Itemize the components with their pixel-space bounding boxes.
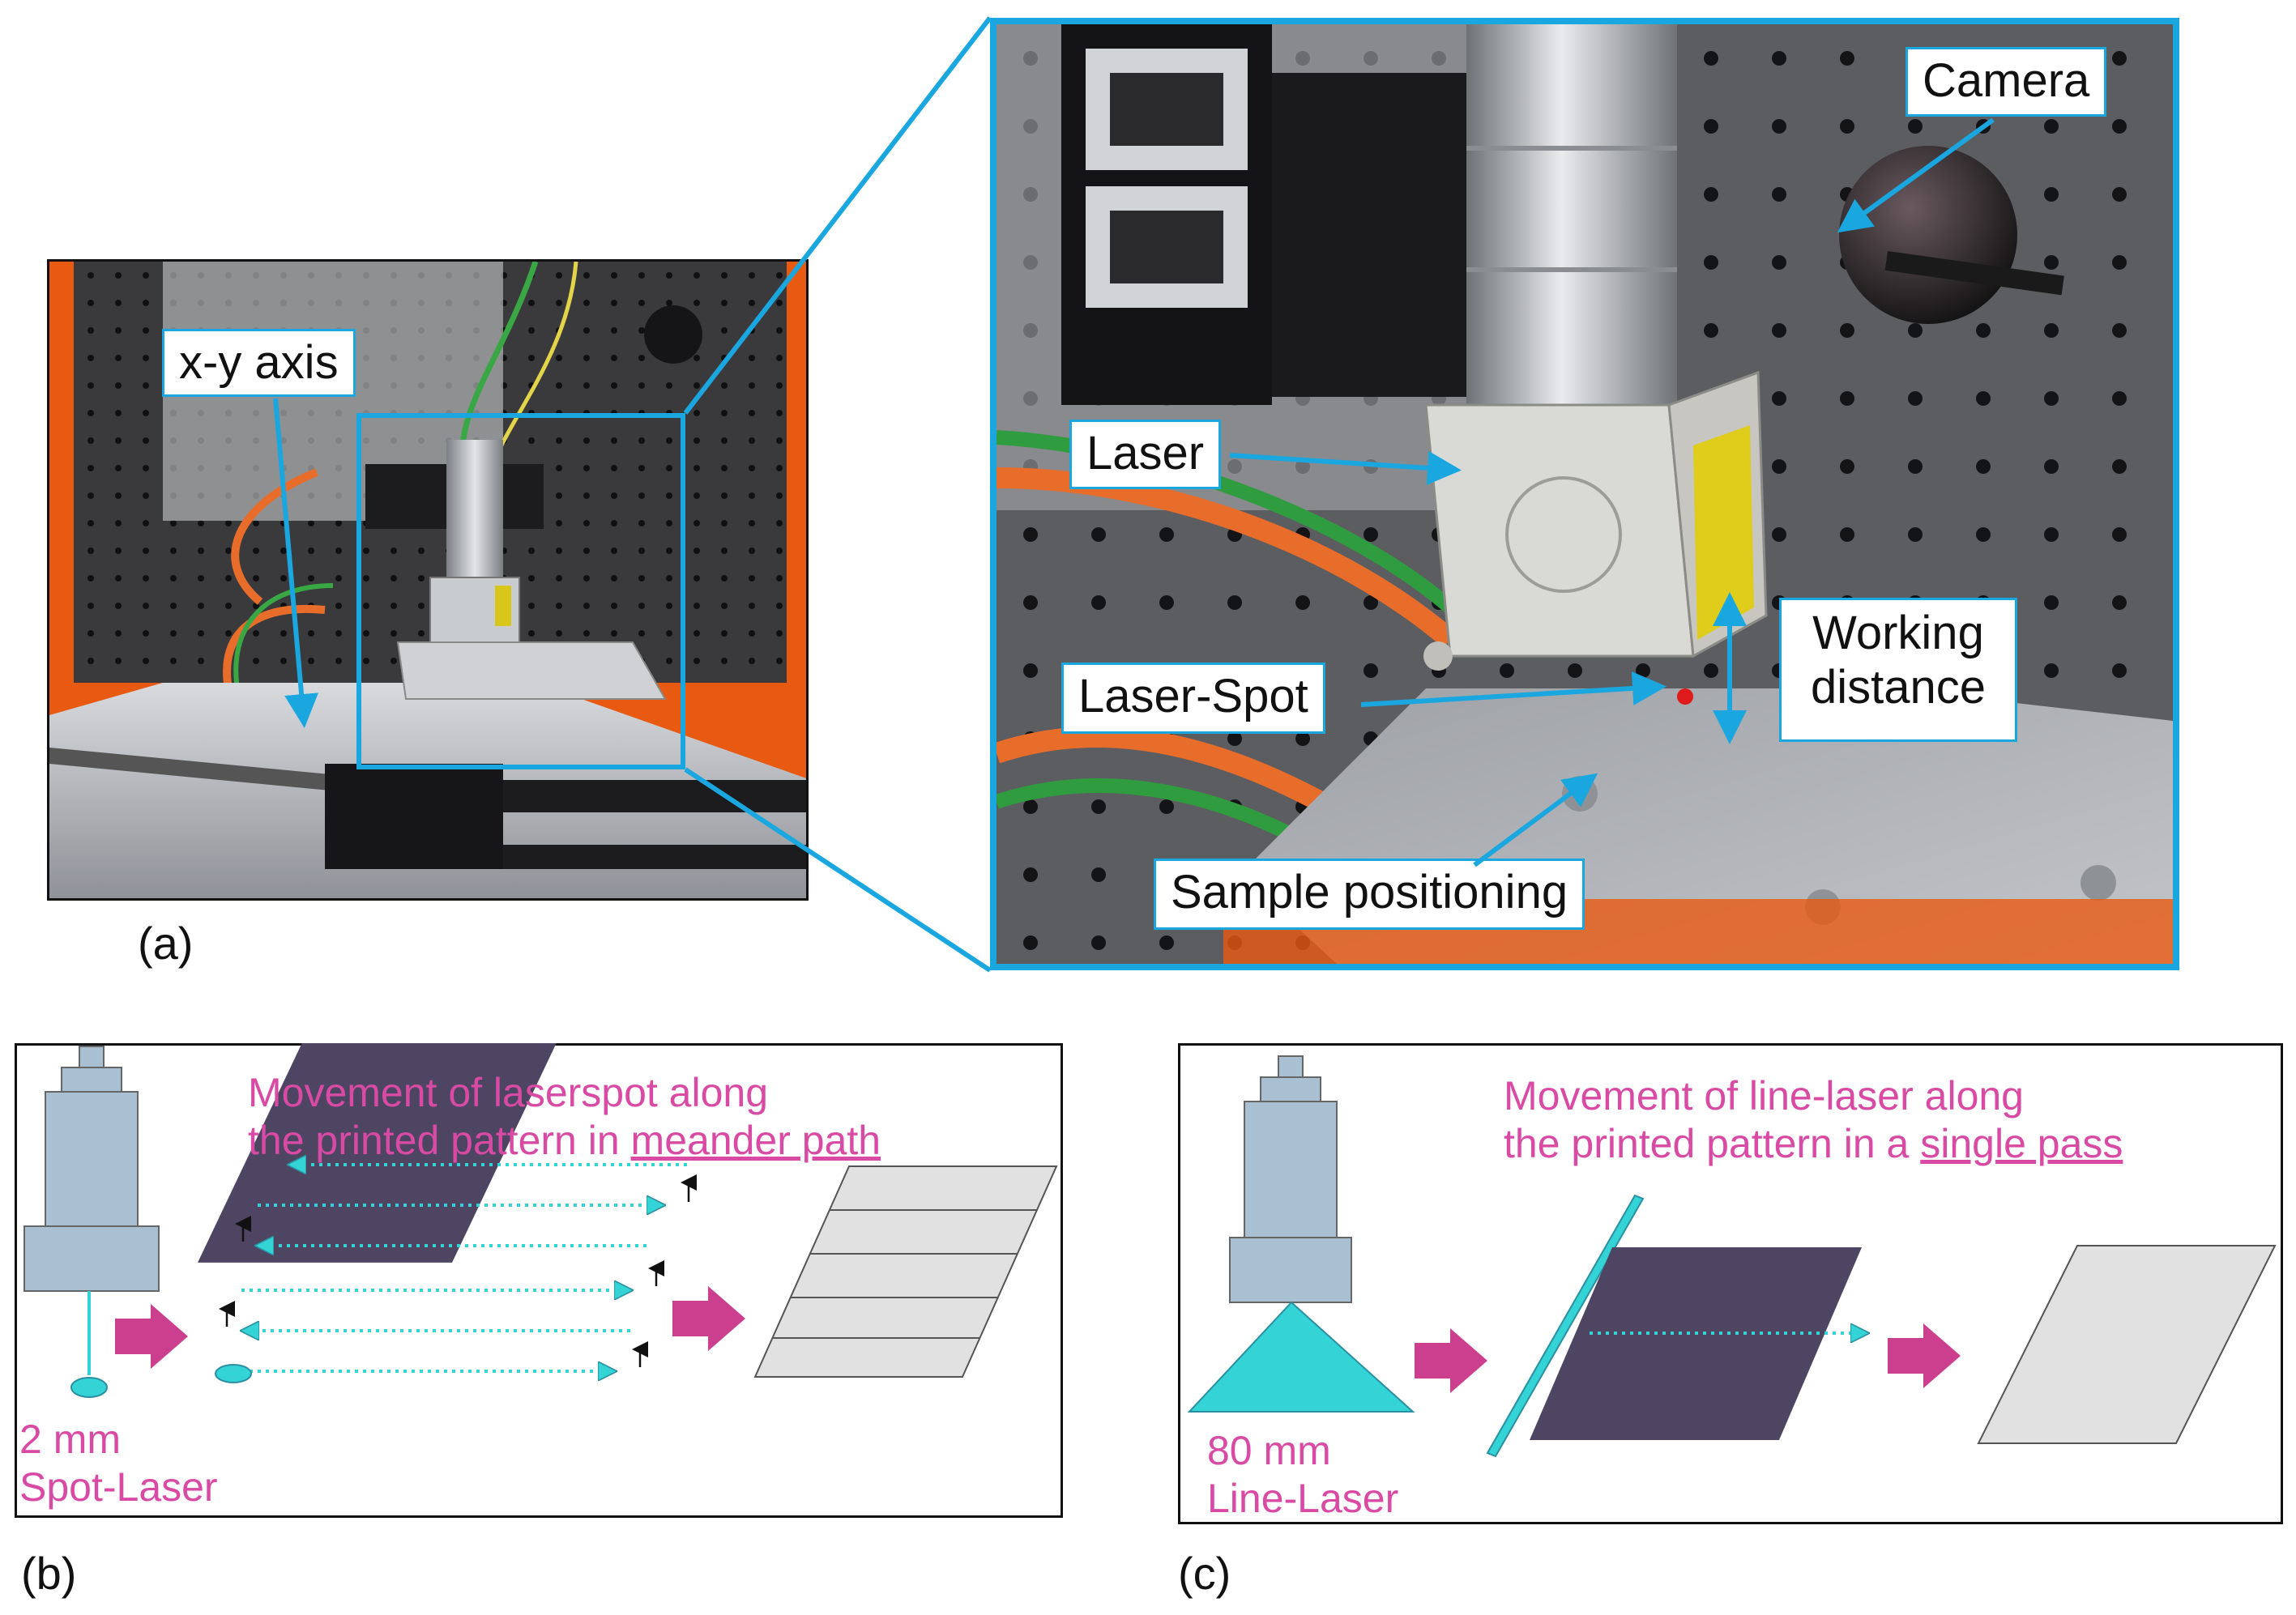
finished-pattern-c [1977, 1245, 2277, 1444]
meander-step-arrows [219, 1174, 697, 1367]
line-laser-name: Line-Laser [1207, 1476, 1399, 1521]
panel-label-b: (b) [21, 1548, 77, 1599]
callout-working-distance: Working distance [1779, 598, 2017, 742]
laser-cylinder-zoom [1466, 24, 1677, 413]
caption-b-underlined: meander path [630, 1118, 881, 1163]
panel-b-diagram [23, 1043, 1058, 1398]
line-laser-device [1187, 1055, 1415, 1413]
orange-cable [231, 468, 318, 605]
process-arrow-b2 [672, 1286, 745, 1351]
working-distance-line1: Working [1812, 607, 1984, 659]
process-arrow-c1 [1415, 1328, 1487, 1393]
callout-laser-spot: Laser-Spot [1061, 663, 1325, 734]
line-laser-label: 80 mm Line-Laser [1207, 1427, 1398, 1523]
process-arrow-c2 [1888, 1323, 1961, 1388]
caption-c-line1: Movement of line-laser along [1504, 1073, 2024, 1119]
arrow-laser-spot [1360, 671, 1667, 707]
caption-c: Movement of line-laser along the printed… [1504, 1072, 2123, 1168]
sample-table [396, 641, 667, 700]
printed-pattern-b [198, 1043, 557, 1263]
motor-block [325, 764, 503, 869]
arrow-laser [1229, 450, 1462, 485]
process-arrow-b1 [115, 1304, 188, 1369]
working-distance-line2: distance [1810, 660, 1987, 714]
aluminium-profile-zoom [1061, 24, 1483, 405]
laser-cylinder [446, 440, 503, 586]
meander-path [225, 1165, 687, 1371]
callout-camera: Camera [1906, 47, 2107, 117]
line-laser-beam [1187, 1301, 1415, 1413]
orange-cable-zoom [996, 467, 1457, 648]
spot-laser-size: 2 mm [19, 1417, 121, 1462]
callout-xy-axis: x-y axis [162, 329, 356, 397]
zoom-region-box [356, 413, 685, 769]
printed-pattern-c [1530, 1247, 1862, 1440]
caption-b: Movement of laserspot along the printed … [248, 1069, 881, 1165]
caption-b-line2: the printed pattern in meander path [248, 1118, 881, 1163]
callout-sample-positioning: Sample positioning [1154, 859, 1585, 930]
laser-head-zoom [1423, 370, 1768, 671]
camera-dome [644, 305, 702, 364]
spot-laser-device [23, 1046, 160, 1398]
line-laser-size: 80 mm [1207, 1428, 1331, 1473]
caption-c-underlined: single pass [1920, 1121, 2123, 1166]
callout-laser: Laser [1069, 420, 1222, 489]
green-cable-zoom [996, 430, 1455, 613]
caption-b-line1: Movement of laserspot along [248, 1070, 769, 1115]
arrow-sample-positioning [1473, 773, 1598, 867]
finished-pattern-b [753, 1165, 1058, 1378]
panel-c-diagram [1187, 1055, 2277, 1458]
panel-label-c: (c) [1178, 1548, 1231, 1599]
panel-label-a: (a) [138, 918, 194, 969]
spot-laser-label: 2 mm Spot-Laser [19, 1416, 218, 1511]
panel-c-box [1178, 1043, 2283, 1524]
caption-c-line2: the printed pattern in a single pass [1504, 1121, 2123, 1166]
laser-line [1486, 1194, 1645, 1458]
arrow-camera [1837, 117, 1995, 233]
spot-laser-name: Spot-Laser [19, 1464, 218, 1510]
laser-spot-dot [1677, 688, 1693, 705]
